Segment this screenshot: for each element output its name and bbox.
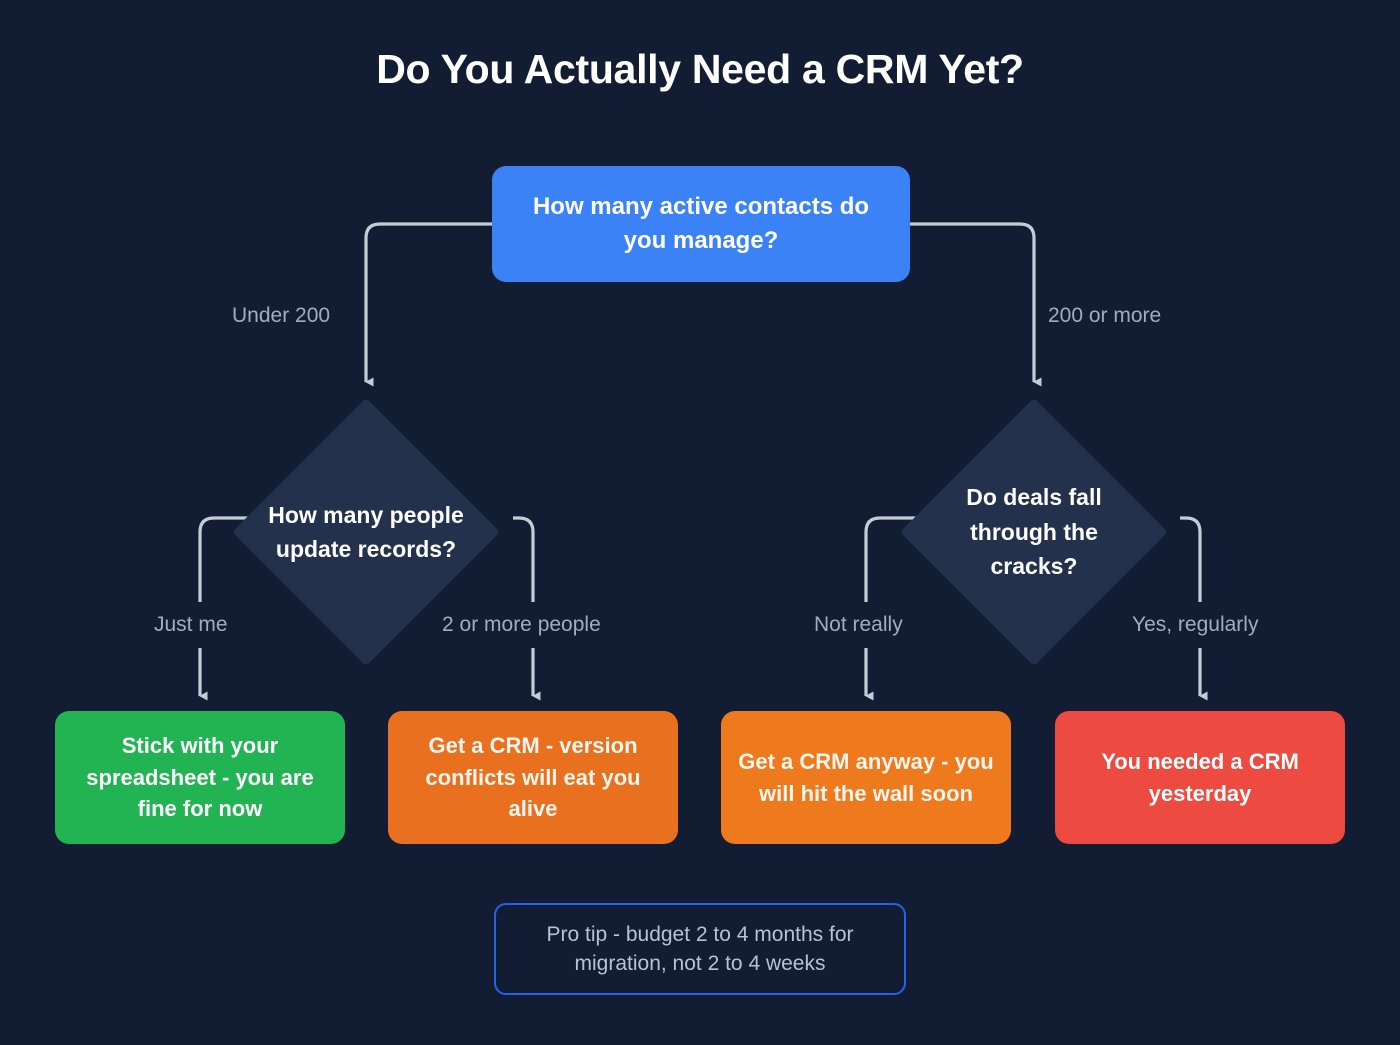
node-outcome-needed-crm-yesterday[interactable]: You needed a CRM yesterday <box>1055 711 1345 844</box>
edge-label-under-200: Under 200 <box>224 302 339 330</box>
node-decision-deals-fall-through[interactable]: Do deals fall through the cracks? <box>900 398 1168 666</box>
edge-label-two-or-more: 2 or more people <box>434 611 609 639</box>
node-decision-deals-fall-through-label: Do deals fall through the cracks? <box>966 484 1102 580</box>
protip-callout: Pro tip - budget 2 to 4 months for migra… <box>494 903 906 995</box>
node-root-question-label: How many active contacts do you manage? <box>532 192 870 254</box>
page-title: Do You Actually Need a CRM Yet? <box>376 46 1024 92</box>
node-outcome-needed-crm-yesterday-label: You needed a CRM yesterday <box>1101 748 1299 806</box>
protip-text: Pro tip - budget 2 to 4 months for migra… <box>546 922 854 975</box>
node-decision-people-update-label: How many people update records? <box>268 501 464 563</box>
node-decision-people-update[interactable]: How many people update records? <box>232 398 500 666</box>
edge-label-not-really: Not really <box>806 611 911 639</box>
edge-root-to-left <box>364 222 492 387</box>
node-outcome-get-crm-anyway-label: Get a CRM anyway - you will hit the wall… <box>738 748 994 806</box>
edge-left-to-outcome1-upper <box>513 516 535 602</box>
edge-label-yes-regularly: Yes, regularly <box>1124 611 1267 639</box>
node-outcome-get-crm-anyway[interactable]: Get a CRM anyway - you will hit the wall… <box>721 711 1011 844</box>
node-root-question[interactable]: How many active contacts do you manage? <box>492 166 910 282</box>
node-outcome-get-crm-version-conflicts-label: Get a CRM - version conflicts will eat y… <box>425 732 641 822</box>
node-outcome-keep-spreadsheet-label: Stick with your spreadsheet - you are fi… <box>86 732 314 822</box>
node-outcome-get-crm-version-conflicts[interactable]: Get a CRM - version conflicts will eat y… <box>388 711 678 844</box>
edge-root-to-right <box>910 222 1042 387</box>
edge-label-just-me: Just me <box>146 611 236 639</box>
node-outcome-keep-spreadsheet[interactable]: Stick with your spreadsheet - you are fi… <box>55 711 345 844</box>
edge-right-to-outcome3-upper <box>1180 516 1202 602</box>
edge-label-200-or-more: 200 or more <box>1040 302 1170 330</box>
